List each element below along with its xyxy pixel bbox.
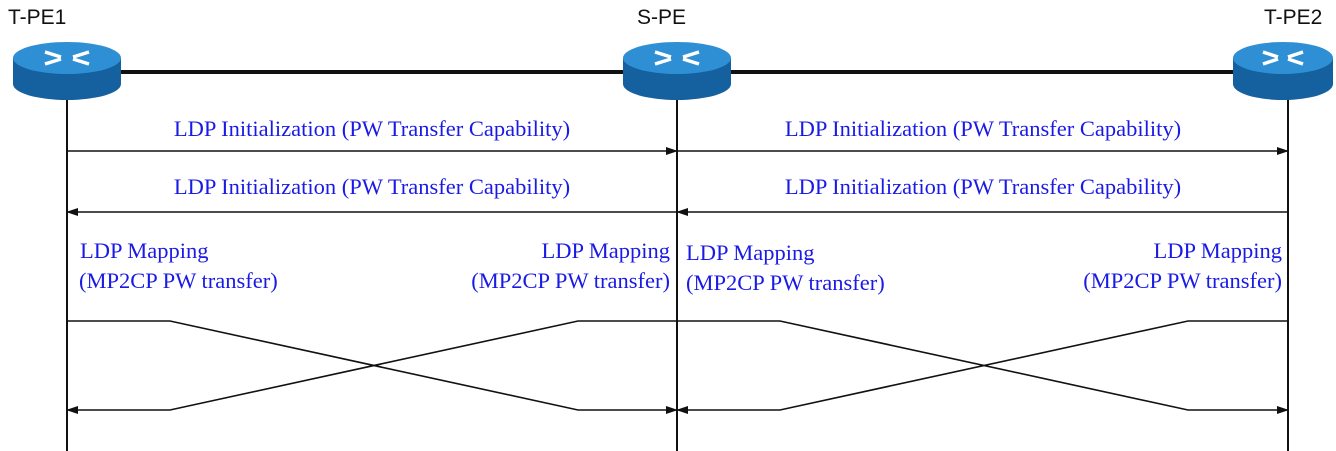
mapping-arrow-spe-to-tpe1 <box>66 320 677 414</box>
spe-label: S-PE <box>637 6 687 29</box>
mapping-label-tpe1-line1: LDP Mapping <box>80 238 209 263</box>
mapping-label-tpe2-line2: (MP2CP PW transfer) <box>1083 268 1282 293</box>
mapping-label-tpe2: LDP Mapping (MP2CP PW transfer) <box>980 236 1282 296</box>
mapping-label-spe-left: LDP Mapping (MP2CP PW transfer) <box>370 236 670 296</box>
mapping-label-tpe2-line1: LDP Mapping <box>1153 238 1282 263</box>
init-label-left-span-right-arrow: LDP Initialization (PW Transfer Capabili… <box>173 116 571 141</box>
mapping-label-spe-right-line1: LDP Mapping <box>686 240 815 265</box>
tpe1-label: T-PE1 <box>8 6 67 29</box>
mapping-label-tpe1-line2: (MP2CP PW transfer) <box>79 268 278 293</box>
mapping-arrow-tpe2-to-spe <box>676 320 1288 414</box>
mapping-label-spe-right-line2: (MP2CP PW transfer) <box>686 270 885 295</box>
tpe1-router-icon <box>13 42 121 100</box>
init-label-left-span-left-arrow: LDP Initialization (PW Transfer Capabili… <box>173 174 571 199</box>
init-label-right-span-right-arrow: LDP Initialization (PW Transfer Capabili… <box>784 116 1182 141</box>
mapping-label-spe-left-line1: LDP Mapping <box>541 238 670 263</box>
tpe2-router-icon <box>1233 42 1333 100</box>
init-label-right-span-left-arrow: LDP Initialization (PW Transfer Capabili… <box>784 174 1182 199</box>
tpe2-label: T-PE2 <box>1264 6 1323 29</box>
mapping-label-tpe1: LDP Mapping (MP2CP PW transfer) <box>66 236 278 296</box>
mapping-label-spe-right: LDP Mapping (MP2CP PW transfer) <box>682 238 885 298</box>
spe-router-icon <box>623 42 731 100</box>
mapping-label-spe-left-line2: (MP2CP PW transfer) <box>471 268 670 293</box>
